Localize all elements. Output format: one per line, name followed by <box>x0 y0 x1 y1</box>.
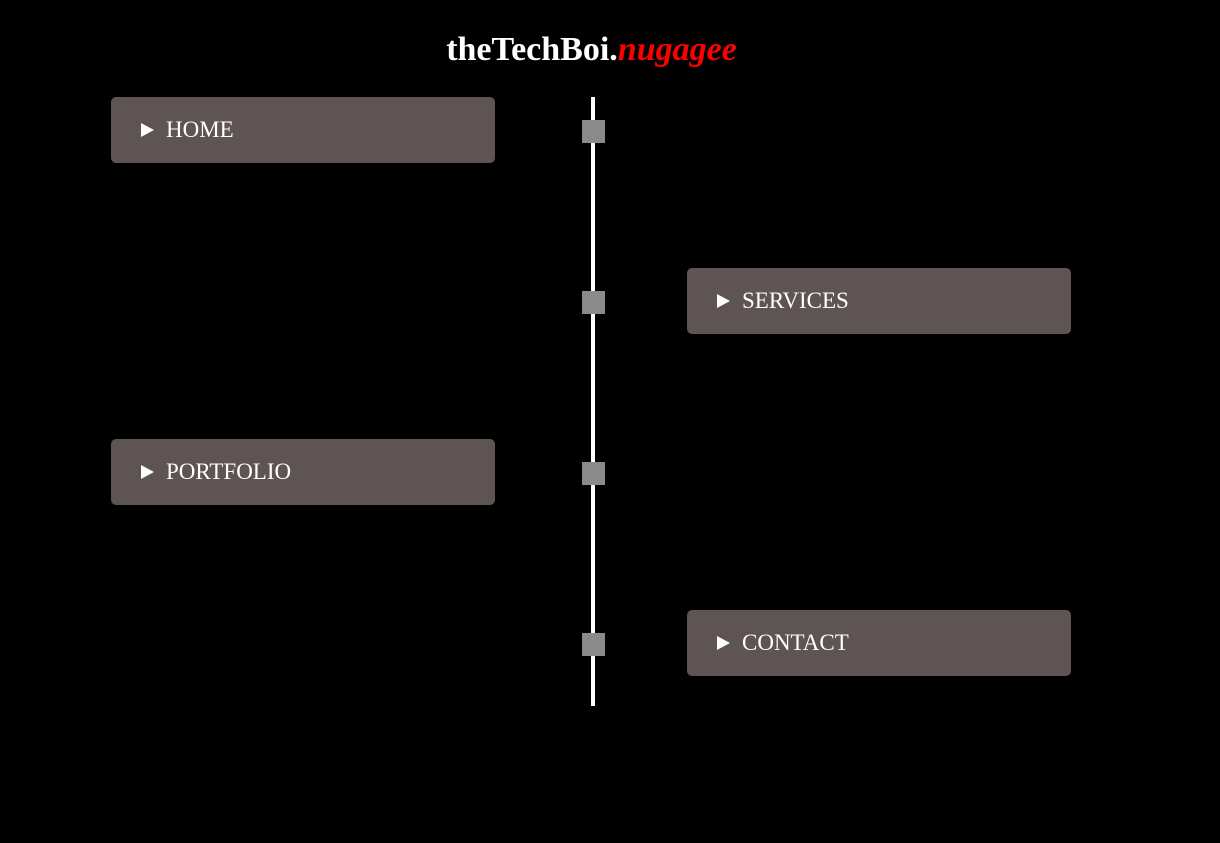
nav-item-home[interactable]: HOME <box>111 97 495 163</box>
nav-item-portfolio[interactable]: PORTFOLIO <box>111 439 495 505</box>
timeline-marker-contact <box>582 633 605 656</box>
triangle-right-icon <box>141 465 154 479</box>
triangle-right-icon <box>717 636 730 650</box>
nav-item-services[interactable]: SERVICES <box>687 268 1071 334</box>
site-title-accent: nugagee <box>617 31 737 68</box>
nav-item-label: CONTACT <box>742 630 849 655</box>
site-title: theTechBoi.nugagee <box>0 28 1183 72</box>
timeline-marker-services <box>582 291 605 314</box>
timeline-line <box>591 97 595 706</box>
nav-item-contact[interactable]: CONTACT <box>687 610 1071 676</box>
triangle-right-icon <box>717 294 730 308</box>
nav-item-label: PORTFOLIO <box>166 459 292 484</box>
site-title-main: theTechBoi. <box>446 31 618 68</box>
nav-item-label: HOME <box>166 117 234 142</box>
timeline-marker-portfolio <box>582 462 605 485</box>
timeline-marker-home <box>582 120 605 143</box>
triangle-right-icon <box>141 123 154 137</box>
nav-item-label: SERVICES <box>742 288 849 313</box>
